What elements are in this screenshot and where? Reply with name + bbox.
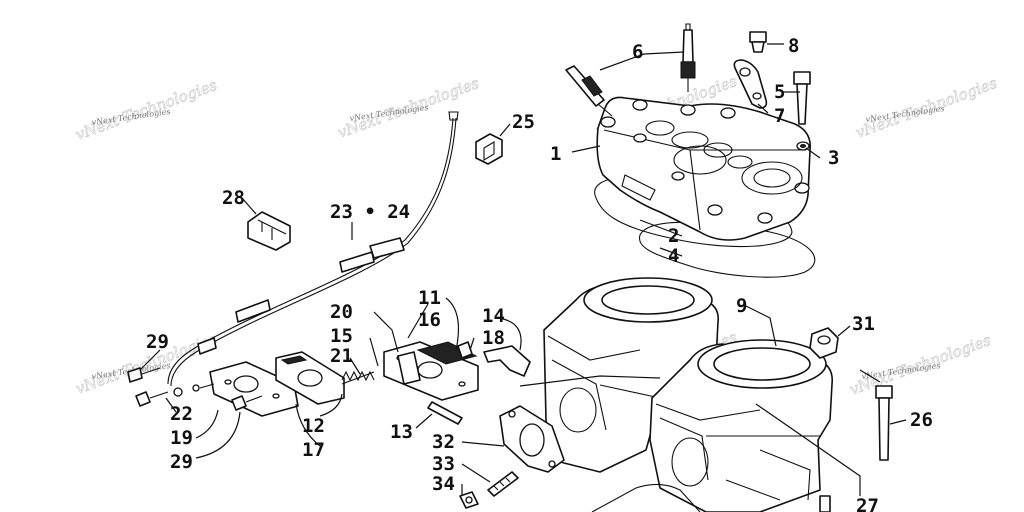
callout-34: 34	[432, 473, 455, 495]
callout-2: 2	[668, 225, 679, 247]
callout-22: 22	[170, 403, 193, 425]
callout-8: 8	[788, 35, 799, 57]
callout-16: 16	[418, 309, 441, 331]
callout-31: 31	[852, 313, 875, 335]
callout-27: 27	[856, 495, 879, 512]
callout-33: 33	[432, 453, 455, 475]
reed-valve-assembly	[383, 341, 479, 401]
callout-13: 13	[390, 421, 413, 443]
callout-12: 12	[302, 415, 325, 437]
bracket	[733, 59, 768, 109]
callout-23-24: 23 • 24	[330, 201, 410, 223]
callout-4: 4	[668, 245, 679, 267]
base-gasket	[591, 483, 701, 512]
spark-plug-right	[680, 23, 696, 92]
intake-flange-assembly	[209, 351, 345, 417]
clip-14	[483, 345, 531, 377]
bolt-13	[427, 401, 463, 425]
callout-21: 21	[330, 345, 353, 367]
callout-3: 3	[828, 147, 839, 169]
cylinder-head	[596, 96, 812, 241]
stud-27	[819, 495, 831, 512]
exhaust-gasket	[499, 405, 565, 473]
small-screws-left	[127, 367, 263, 411]
bolt-5	[793, 71, 811, 125]
bolt-8	[749, 31, 784, 53]
callout-20: 20	[330, 301, 353, 323]
callout-29-top: 29	[146, 331, 169, 353]
clip-28	[247, 211, 291, 251]
spring-21	[341, 370, 375, 385]
callout-1: 1	[550, 143, 561, 165]
callout-32: 32	[432, 431, 455, 453]
throttle-cable	[167, 111, 459, 387]
cylinder-front	[649, 339, 834, 512]
nut-31	[809, 327, 839, 359]
leader-lines	[139, 51, 907, 496]
callout-15: 15	[330, 325, 353, 347]
stud-33	[487, 471, 519, 497]
callout-28: 28	[222, 187, 245, 209]
callout-9: 9	[736, 295, 747, 317]
callout-7: 7	[774, 105, 785, 127]
callout-5: 5	[774, 81, 785, 103]
callout-labels: 1 2 3 4 5 6 7 8 9 11 12 13 14 15 16 17 1…	[146, 35, 933, 512]
clip-25	[475, 133, 503, 165]
bolt-26	[875, 385, 893, 461]
callout-25: 25	[512, 111, 535, 133]
callout-26: 26	[910, 409, 933, 431]
callout-17: 17	[302, 439, 325, 461]
nut-34	[459, 491, 479, 509]
callout-29-bottom: 29	[170, 451, 193, 473]
callout-14: 14	[482, 305, 505, 327]
callout-6: 6	[632, 41, 643, 63]
spark-plug-left	[565, 65, 613, 117]
callout-18: 18	[482, 327, 505, 349]
callout-11: 11	[418, 287, 441, 309]
callout-19: 19	[170, 427, 193, 449]
